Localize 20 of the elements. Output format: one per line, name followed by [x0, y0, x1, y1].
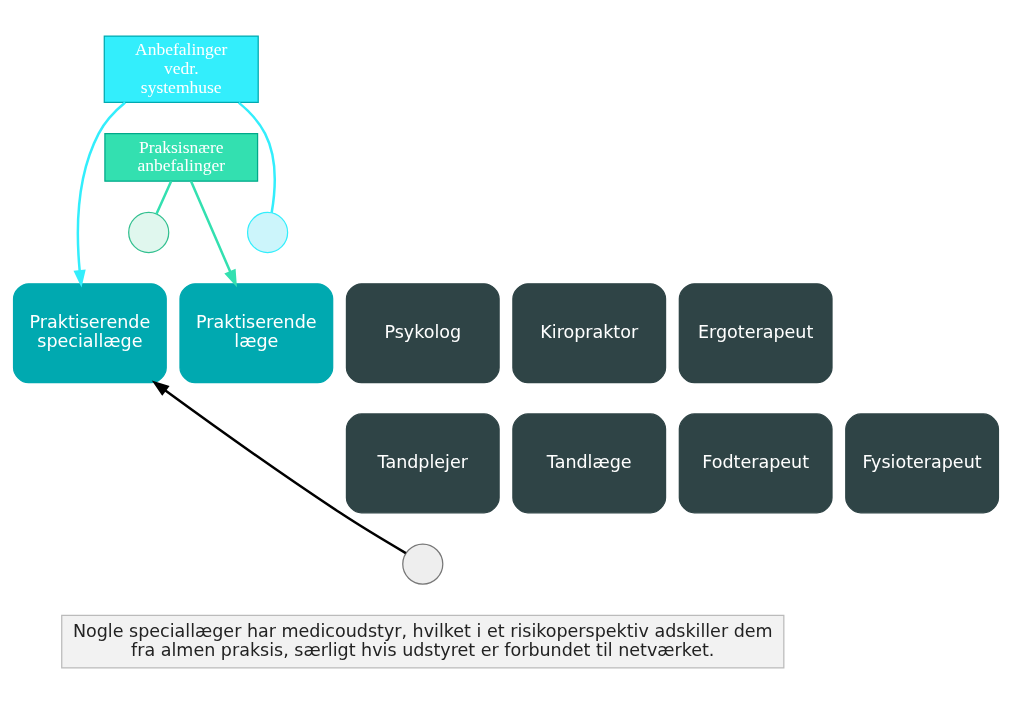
- connector: [237, 101, 276, 213]
- arrow: [189, 180, 237, 288]
- node-box: Psykolog: [345, 283, 500, 384]
- node-box: Praksisnære anbefalinger: [104, 133, 259, 182]
- node-box: Nogle speciallæger har medicoudstyr, hvilket i et risikoperspektiv adskiller dem fra almen praksis, særligt hvis udstyret er forbundet til netværket.: [61, 614, 785, 669]
- connector: [155, 180, 173, 215]
- node-box: Praktiserende speciallæge: [12, 283, 167, 384]
- arrow: [151, 380, 407, 555]
- node-box: Fodterapeut: [678, 413, 833, 514]
- node-box: Kiropraktor: [512, 283, 667, 384]
- node-box: Ergoterapeut: [678, 283, 833, 384]
- node-circle: [128, 211, 170, 254]
- arrow: [73, 101, 126, 288]
- node-box: Fysioterapeut: [845, 413, 1000, 514]
- node-circle: [246, 211, 289, 254]
- node-box: Tandplejer: [345, 413, 500, 514]
- node-box: Praktiserende læge: [179, 283, 334, 384]
- node-box: Anbefalinger vedr. systemhuse: [103, 35, 259, 103]
- node-box: Tandlæge: [512, 413, 667, 514]
- node-circle: [402, 543, 444, 585]
